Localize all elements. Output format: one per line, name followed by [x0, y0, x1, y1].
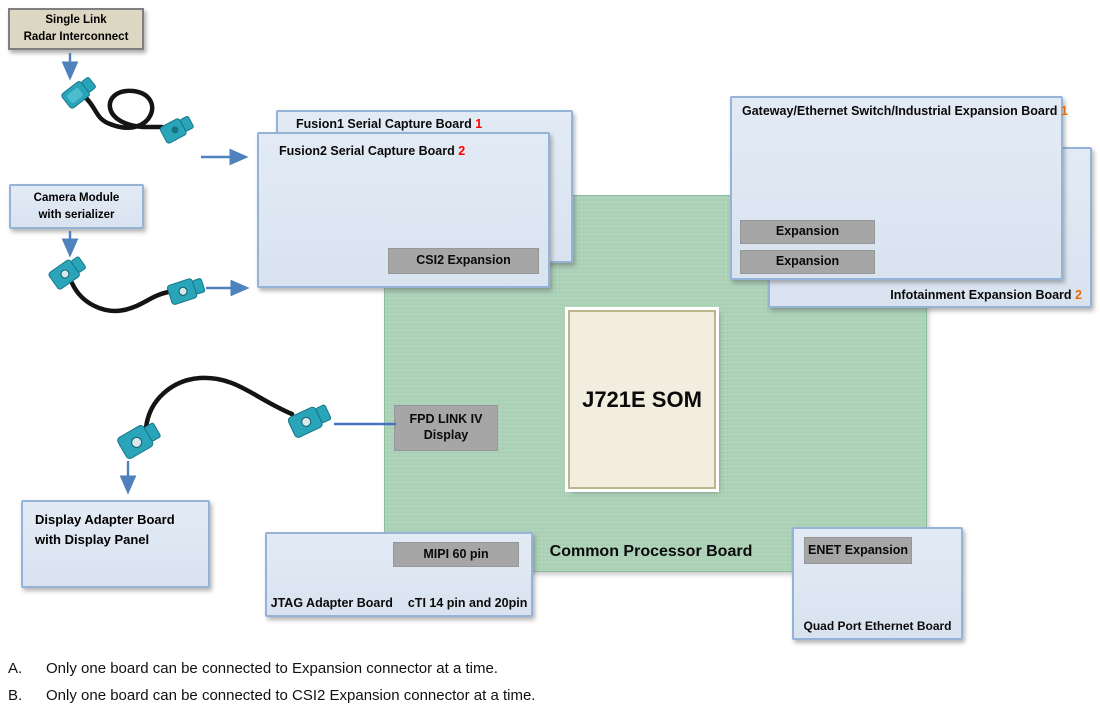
- enet-expansion-label: ENET Expansion: [807, 542, 909, 557]
- note-b: B. Only one board can be connected to CS…: [0, 682, 1100, 709]
- camera-label-line2: with serializer: [38, 208, 115, 221]
- quad-ethernet-board-label: Quad Port Ethernet Board: [803, 619, 952, 633]
- gateway-board-label: Gateway/Ethernet Switch/Industrial Expan…: [742, 104, 1068, 118]
- fusion2-board-number: 2: [458, 144, 466, 158]
- note-a: A. Only one board can be connected to Ex…: [0, 655, 1100, 682]
- note-b-text: Only one board can be connected to CSI2 …: [46, 687, 536, 704]
- display-adapter-line2: with Display Panel: [35, 531, 150, 547]
- enet-expansion-connector: ENET Expansion: [804, 537, 912, 564]
- fusion1-board-number: 1: [475, 117, 483, 131]
- csi2-expansion-connector: CSI2 Expansion: [388, 248, 539, 274]
- display-adapter-board: Display Adapter Board with Display Panel: [21, 500, 210, 588]
- camera-module-box: Camera Module with serializer: [9, 184, 144, 229]
- radar-label-line2: Radar Interconnect: [23, 31, 129, 43]
- mipi-60pin-label: MIPI 60 pin: [423, 546, 489, 561]
- fpd-link-iv-display-connector: FPD LINK IV Display: [394, 405, 498, 451]
- expansion-connector-top: Expansion: [740, 220, 875, 244]
- fusion2-serial-capture-board: Fusion2 Serial Capture Board 2 CSI2 Expa…: [257, 132, 550, 288]
- fakra-connector-icon: [166, 278, 206, 305]
- camera-box-label: Camera Module with serializer: [11, 186, 142, 227]
- som-label: J721E SOM: [582, 386, 702, 412]
- radar-coax-cable: [61, 77, 194, 144]
- gateway-ethernet-industrial-board: Gateway/Ethernet Switch/Industrial Expan…: [730, 96, 1068, 280]
- fusion1-board-label: Fusion1 Serial Capture Board 1: [296, 117, 482, 131]
- note-a-letter: A.: [8, 660, 23, 677]
- fakra-connector-icon: [61, 77, 96, 109]
- jtag-board-pins-text: cTI 14 pin and 20pin: [407, 596, 528, 610]
- display-adapter-line1: Display Adapter Board: [35, 512, 175, 527]
- jtag-adapter-board: MIPI 60 pin JTAG Adapter Board cTI 14 pi…: [265, 532, 533, 617]
- j721e-som-block: J721E SOM: [568, 310, 716, 489]
- expansion-connector-bottom: Expansion: [740, 250, 875, 274]
- fpd-link-label-line1: FPD LINK IV: [409, 412, 483, 427]
- display-adapter-board-label: Display Adapter Board with Display Panel: [35, 510, 175, 549]
- radar-label-line1: Single Link: [45, 14, 107, 27]
- quad-port-ethernet-board: ENET Expansion Quad Port Ethernet Board: [792, 527, 963, 640]
- mipi-60pin-connector: MIPI 60 pin: [393, 542, 519, 567]
- fusion2-board-title-text: Fusion2 Serial Capture Board: [279, 144, 455, 158]
- infotainment-board-label: Infotainment Expansion Board 2: [890, 288, 1082, 302]
- fusion2-board-label: Fusion2 Serial Capture Board 2: [279, 144, 465, 158]
- camera-label-line1: Camera Module: [33, 191, 120, 204]
- fusion1-board-title-text: Fusion1 Serial Capture Board: [296, 117, 472, 131]
- fpd-link-label-line2: Display: [423, 428, 469, 442]
- single-link-radar-interconnect-box: Single Link Radar Interconnect: [8, 8, 144, 50]
- fakra-connector-icon: [48, 256, 86, 290]
- fakra-connector-icon: [117, 422, 161, 459]
- infotainment-board-title-text: Infotainment Expansion Board: [890, 288, 1072, 302]
- common-processor-board-label: Common Processor Board: [549, 543, 753, 560]
- fakra-connector-icon: [159, 116, 194, 144]
- expansion-top-label: Expansion: [775, 224, 840, 239]
- radar-box-label: Single Link Radar Interconnect: [10, 10, 142, 48]
- csi2-expansion-label: CSI2 Expansion: [416, 253, 511, 268]
- display-coax-cable: [117, 375, 332, 459]
- expansion-bottom-label: Expansion: [775, 254, 840, 269]
- gateway-board-title-text: Gateway/Ethernet Switch/Industrial Expan…: [742, 104, 1058, 118]
- jtag-board-label: JTAG Adapter Board cTI 14 pin and 20pin: [267, 596, 531, 610]
- camera-coax-cable: [48, 256, 206, 314]
- note-a-text: Only one board can be connected to Expan…: [46, 660, 498, 677]
- jtag-board-title-text: JTAG Adapter Board: [270, 596, 393, 610]
- infotainment-board-number: 2: [1075, 288, 1082, 302]
- footnotes: A. Only one board can be connected to Ex…: [0, 655, 1100, 709]
- fakra-connector-icon: [287, 404, 332, 438]
- gateway-board-number: 1: [1060, 104, 1068, 118]
- note-b-letter: B.: [8, 687, 23, 704]
